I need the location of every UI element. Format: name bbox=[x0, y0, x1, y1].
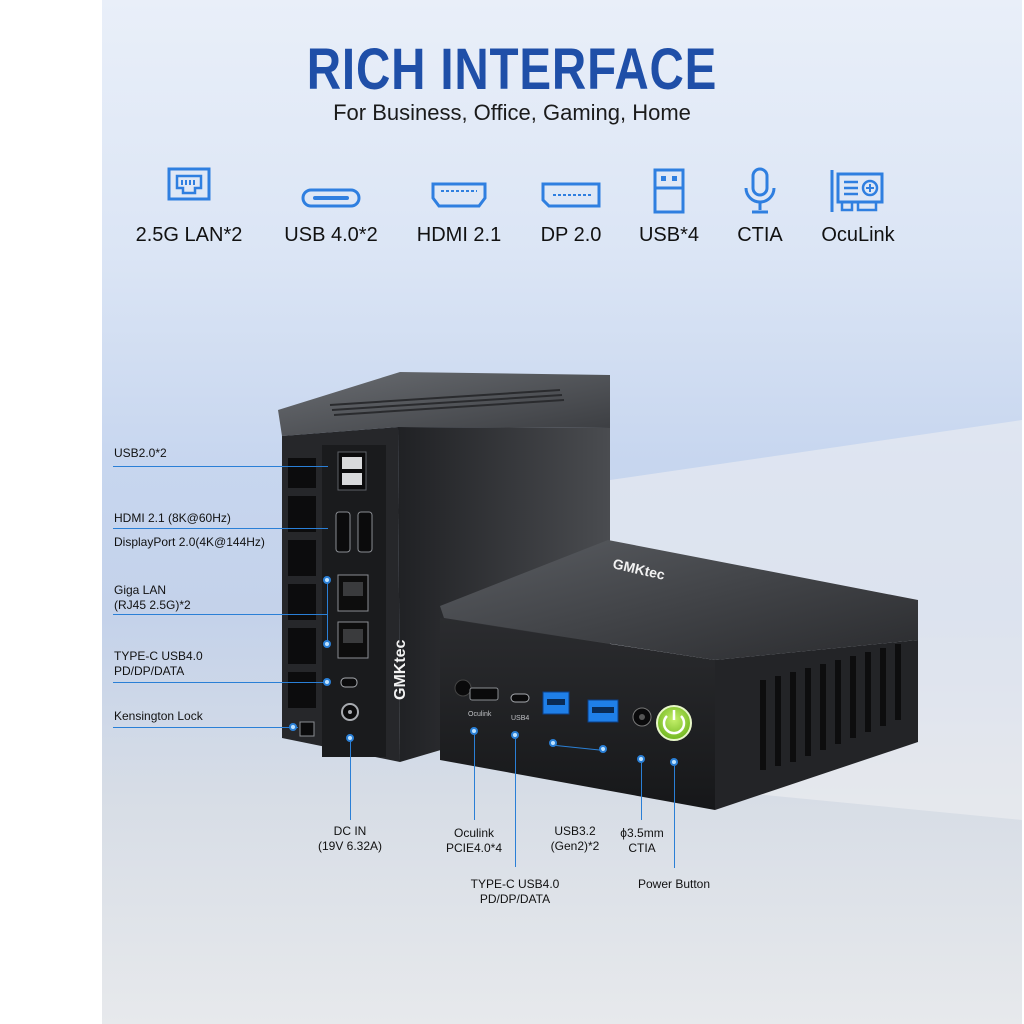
interface-label: 2.5G LAN*2 bbox=[135, 224, 243, 246]
callout-dot bbox=[323, 678, 331, 686]
callout-line-audio bbox=[641, 763, 642, 820]
top-vent bbox=[329, 389, 565, 416]
callout-dot bbox=[323, 640, 331, 648]
callout-dot bbox=[323, 576, 331, 584]
interface-oculink: OcuLink bbox=[798, 166, 918, 247]
callout-line-power bbox=[674, 766, 675, 868]
callout-lan-2: (RJ45 2.5G)*2 bbox=[114, 598, 191, 612]
page-subtitle: For Business, Office, Gaming, Home bbox=[333, 100, 691, 125]
callout-audio-2: CTIA bbox=[628, 841, 656, 855]
rear-ports bbox=[299, 451, 373, 737]
callout-audio-1: ϕ3.5mm bbox=[620, 826, 664, 840]
callout-usb32-1: USB3.2 bbox=[554, 824, 596, 838]
callout-dot bbox=[470, 727, 478, 735]
front-unit-face bbox=[440, 618, 715, 810]
oculink-card-icon bbox=[830, 170, 884, 212]
callout-dot bbox=[637, 755, 645, 763]
interface-label: OcuLink bbox=[821, 224, 895, 246]
port-label-usb4: USB4 bbox=[511, 715, 529, 722]
callout-power: Power Button bbox=[637, 877, 711, 891]
displayport-icon bbox=[541, 182, 601, 208]
callout-line-usb2 bbox=[113, 466, 328, 467]
interface-label: USB*4 bbox=[638, 224, 700, 246]
interface-label: CTIA bbox=[737, 224, 783, 246]
back-unit-top bbox=[278, 372, 610, 436]
interface-dp: DP 2.0 bbox=[511, 166, 631, 247]
interface-label: USB 4.0*2 bbox=[284, 224, 378, 246]
callout-dot bbox=[289, 723, 297, 731]
page-title: RICH INTERFACE bbox=[306, 37, 718, 102]
callout-line-lock bbox=[113, 727, 298, 728]
brand-logo-vertical: GMKtec bbox=[392, 639, 409, 700]
callout-oculink-1: Oculink bbox=[453, 826, 494, 840]
callout-lock: Kensington Lock bbox=[114, 709, 203, 723]
interface-lan: 2.5G LAN*2 bbox=[129, 166, 249, 247]
callout-line-hdmi bbox=[113, 528, 328, 529]
callout-usb32-2: (Gen2)*2 bbox=[550, 839, 600, 853]
callout-typec-front-1: TYPE-C USB4.0 bbox=[470, 877, 560, 891]
callout-usb2: USB2.0*2 bbox=[114, 446, 167, 460]
callout-dot bbox=[549, 739, 557, 747]
callout-oculink-2: PCIE4.0*4 bbox=[445, 841, 503, 855]
interface-ctia: CTIA bbox=[700, 166, 820, 247]
callout-dp: DisplayPort 2.0(4K@144Hz) bbox=[114, 535, 265, 549]
power-button[interactable] bbox=[656, 705, 692, 741]
interface-usbc: USB 4.0*2 bbox=[271, 166, 391, 247]
callout-line-typec-front bbox=[515, 739, 516, 867]
interface-hdmi: HDMI 2.1 bbox=[399, 166, 519, 247]
callout-line-lan bbox=[113, 614, 328, 615]
callout-line-dcin bbox=[350, 742, 351, 820]
microphone-icon bbox=[744, 167, 776, 214]
port-label-oculink: Oculink bbox=[468, 711, 492, 718]
hdmi-port-icon bbox=[431, 182, 487, 208]
front-ports bbox=[454, 679, 652, 727]
interface-label: HDMI 2.1 bbox=[416, 224, 502, 246]
side-vents bbox=[760, 644, 901, 770]
callout-line-oculink bbox=[474, 735, 475, 820]
front-unit-top bbox=[440, 540, 918, 660]
usb-c-port-icon bbox=[301, 188, 361, 208]
usb-a-port-icon bbox=[653, 168, 685, 214]
callout-dot bbox=[346, 734, 354, 742]
callout-dcin-1: DC IN bbox=[333, 824, 367, 838]
callout-typec-1: TYPE-C USB4.0 bbox=[114, 649, 203, 663]
callout-bracket-lan bbox=[327, 580, 328, 644]
ethernet-port-icon bbox=[167, 167, 211, 201]
callout-typec-front-2: PD/DP/DATA bbox=[479, 892, 551, 906]
callout-hdmi: HDMI 2.1 (8K@60Hz) bbox=[114, 511, 231, 525]
callout-lan-1: Giga LAN bbox=[114, 583, 167, 597]
callout-dot bbox=[511, 731, 519, 739]
callout-line-typec bbox=[113, 682, 328, 683]
callout-typec-2: PD/DP/DATA bbox=[114, 664, 185, 678]
interface-label: DP 2.0 bbox=[540, 224, 602, 246]
callout-dcin-2: (19V 6.32A) bbox=[317, 839, 383, 853]
callout-dot bbox=[670, 758, 678, 766]
interface-usba: USB*4 bbox=[609, 166, 729, 247]
